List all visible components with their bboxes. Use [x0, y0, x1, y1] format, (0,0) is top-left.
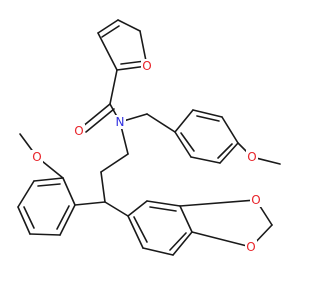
- bd-link-bond: [104, 201, 129, 217]
- aryl-ring-double-bond: [23, 206, 35, 229]
- benzyl-ring-bond: [219, 142, 239, 164]
- bd-ring-double-bond: [169, 232, 187, 251]
- benzyl-ring-bond: [221, 116, 239, 144]
- label-dioxole-o-top: O: [251, 193, 260, 207]
- bd-ring-bond: [142, 247, 174, 256]
- furan-bond: [117, 19, 141, 32]
- furan-bond: [97, 19, 119, 34]
- label-amide-n: N: [116, 115, 125, 129]
- benzyl-ring-bond: [190, 156, 221, 164]
- amide-c-furan-bond: [109, 69, 118, 105]
- bd-ring-bond: [146, 200, 181, 207]
- label-benzyl-methoxy-o: O: [247, 150, 256, 164]
- propyl-bond: [100, 171, 106, 203]
- atom-benzyl-methoxy-oxygen: O: [246, 150, 258, 164]
- aryl-ring-double-bond: [37, 183, 61, 187]
- bd-ring-bond: [179, 205, 193, 233]
- benzyl-ring-bond: [174, 109, 194, 133]
- label-aryl-methoxy-o: O: [32, 150, 41, 164]
- benzyl-ring-double-bond: [196, 115, 220, 122]
- benzyl-ring-double-bond: [217, 143, 233, 159]
- atom-label-layer: O O N O O O O: [31, 59, 262, 254]
- atom-furan-oxygen: O: [141, 59, 153, 73]
- dioxole-bond: [179, 199, 257, 207]
- atom-dioxole-oxygen-top: O: [250, 193, 262, 207]
- molecule-canvas: O O N O O O O: [17, 19, 281, 256]
- benzyl-ring-double-bond: [180, 132, 195, 152]
- benzyl-ring-bond: [174, 131, 192, 158]
- label-furan-o: O: [142, 59, 151, 73]
- bd-ring-double-bond: [149, 206, 177, 212]
- benzyl-ring-bond: [192, 109, 223, 118]
- atom-dioxole-oxygen-bottom: O: [245, 240, 257, 254]
- bd-ring-bond: [127, 200, 148, 217]
- atom-aryl-methoxy-oxygen: O: [31, 150, 43, 164]
- aryl-ring-bond: [62, 177, 76, 206]
- aryl-ring-bond: [59, 204, 76, 236]
- benzyl-link-bond: [146, 113, 176, 133]
- carbonyl-double-bond: [85, 108, 115, 133]
- carbonyl-bond: [81, 103, 111, 128]
- bd-ring-double-bond: [133, 216, 148, 243]
- structure-diagram: O O N O O O O: [17, 19, 281, 256]
- aryl-ring-double-bond: [56, 205, 70, 230]
- propyl-bond: [100, 153, 129, 173]
- bond-layer: [17, 19, 281, 256]
- atom-carbonyl-oxygen: O: [73, 124, 85, 138]
- bd-ring-bond: [172, 231, 193, 256]
- furan-bond: [97, 32, 118, 71]
- bd-ring-bond: [127, 215, 144, 249]
- aryl-ring-bond: [17, 180, 35, 208]
- label-dioxole-o-bottom: O: [246, 240, 255, 254]
- dioxole-bond: [191, 231, 252, 248]
- aryl-ring-bond: [29, 233, 61, 236]
- atom-amide-nitrogen: N: [114, 115, 126, 129]
- furan-double-bond: [101, 25, 120, 38]
- label-carbonyl-o: O: [74, 124, 83, 138]
- aryl-link-bond: [74, 201, 106, 206]
- aryl-ring-bond: [17, 206, 31, 235]
- aryl-ring-bond: [33, 177, 64, 182]
